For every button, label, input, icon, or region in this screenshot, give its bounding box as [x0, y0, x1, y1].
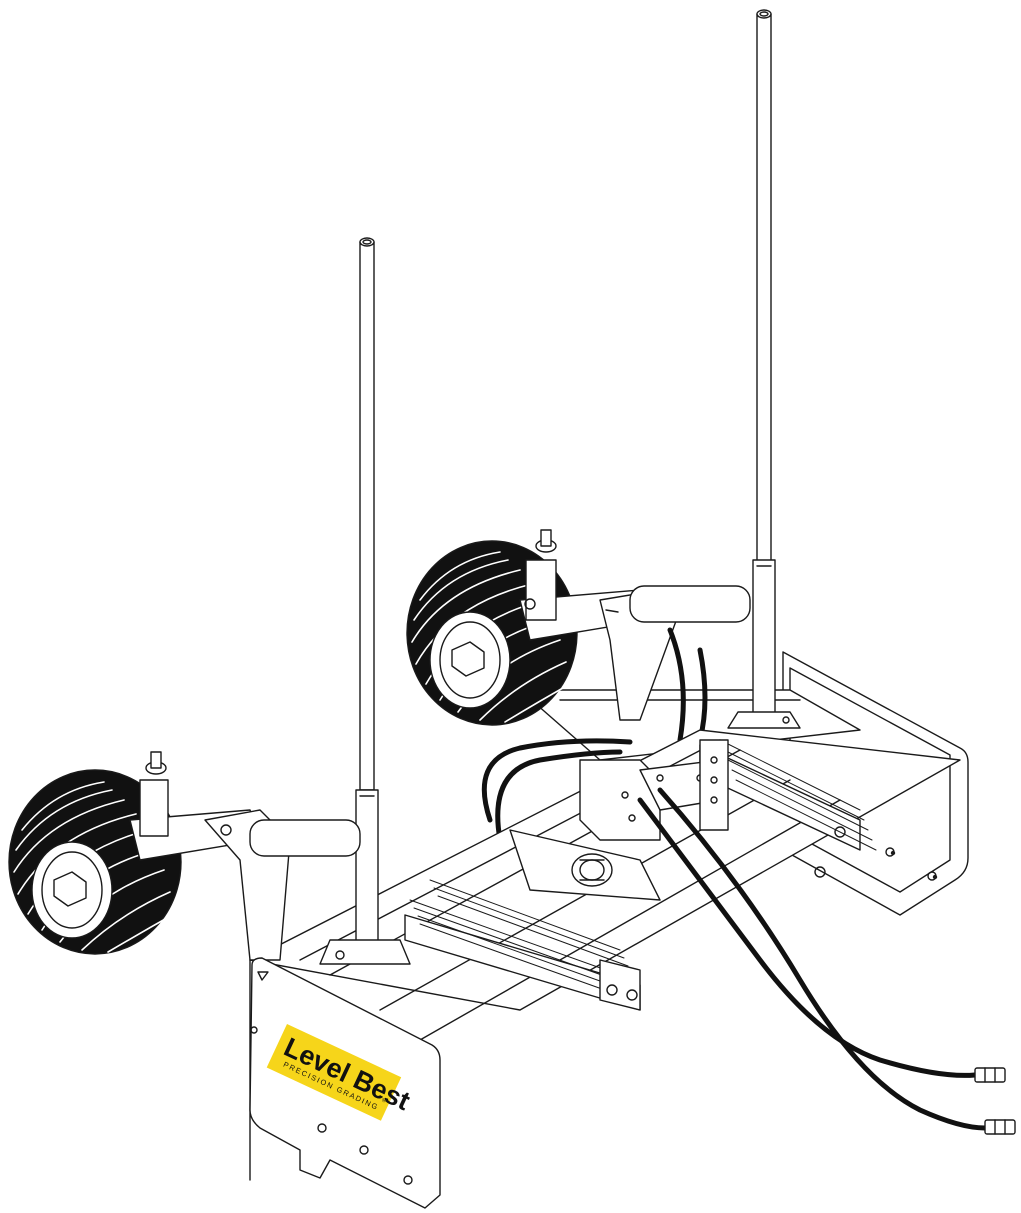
logo-registered-mark: ® — [380, 1097, 387, 1105]
hose-fitting-lower — [984, 1119, 1016, 1135]
hydraulic-hoses-upper — [481, 627, 708, 843]
left-wheel — [8, 769, 182, 955]
left-mast — [319, 237, 411, 965]
right-mast — [727, 9, 801, 729]
scarifier-rack-front — [404, 879, 641, 1011]
scarifier-rack-rear — [699, 739, 877, 878]
hydraulic-hoses-lower — [637, 787, 988, 1131]
center-cylinder — [509, 829, 661, 901]
right-wheel-arm — [519, 529, 751, 721]
valve-block — [579, 739, 729, 841]
left-wheel-arm — [129, 751, 361, 961]
hose-fitting-upper — [974, 1067, 1006, 1083]
